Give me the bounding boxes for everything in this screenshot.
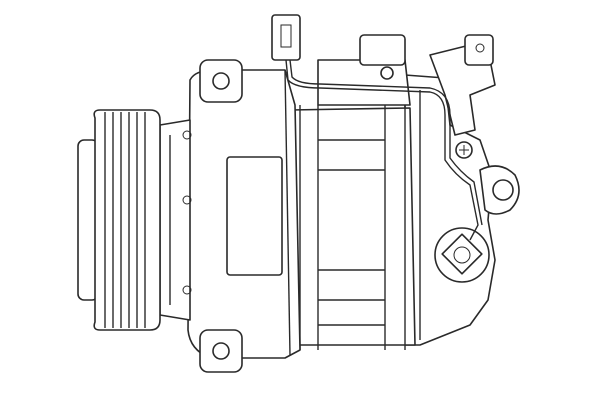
front-housing	[187, 69, 301, 359]
service-port	[434, 227, 490, 283]
ground-bolt	[455, 141, 473, 159]
top-fitting	[317, 34, 411, 106]
right-mounting-ear	[479, 165, 520, 215]
electrical-connector	[271, 14, 483, 241]
top-mounting-ear	[199, 59, 243, 103]
clutch-plate	[159, 119, 192, 321]
pulley	[77, 109, 161, 331]
pressure-sensor	[429, 34, 496, 136]
cylinder-body	[289, 105, 416, 350]
bottom-mounting-ear	[199, 329, 243, 373]
